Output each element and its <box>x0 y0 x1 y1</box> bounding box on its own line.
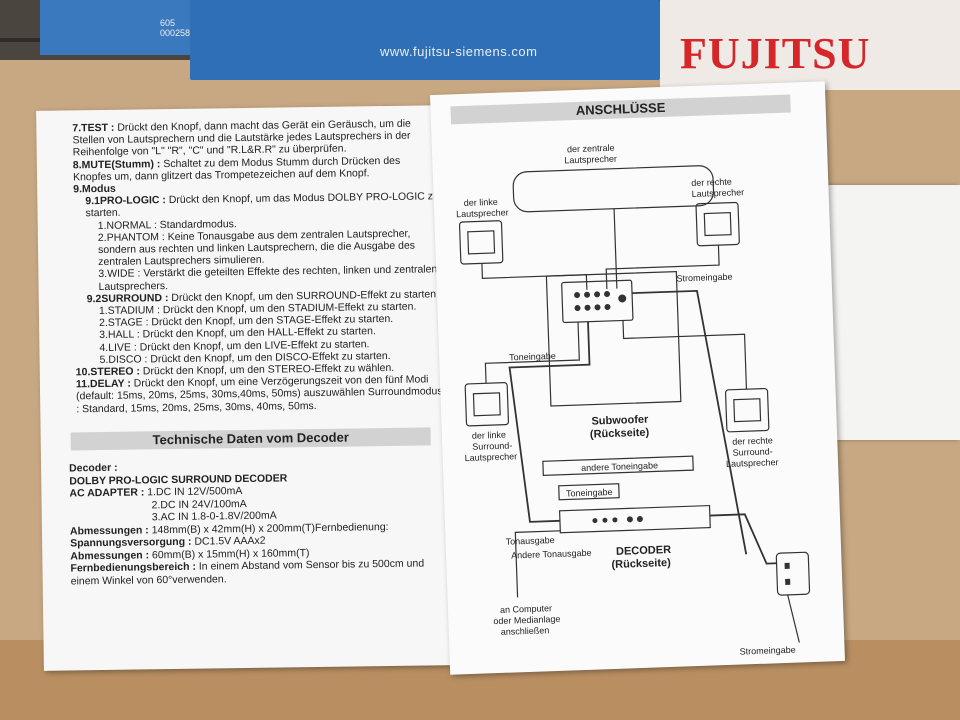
label-right-surround-3: Lautsprecher <box>726 457 779 469</box>
item-label: 9.Modus <box>73 182 116 196</box>
label-computer: an Computer <box>500 603 552 615</box>
connection-diagram: der zentrale Lautsprecher der linke Laut… <box>456 143 811 657</box>
manual-right-page: ANSCHLÜSSE <box>429 81 846 675</box>
label-other-in: andere Toneingabe <box>581 460 658 473</box>
label-left-2: Lautsprecher <box>456 207 509 219</box>
spec-label: Abmessungen : <box>70 548 150 562</box>
tech-specs: Decoder : DOLBY PRO-LOGIC SURROUND DECOD… <box>69 457 446 587</box>
printed-url: www.fujitsu-siemens.com <box>380 44 538 59</box>
label-power-top: Stromeingabe <box>676 272 732 284</box>
label-tone-in-small: Toneingabe <box>566 487 613 499</box>
wire-power-bottom <box>709 513 777 565</box>
item-text: 2.PHANTOM : Keine Tonausgabe aus dem zen… <box>97 227 416 269</box>
subwoofer-panel <box>561 279 634 324</box>
left-speaker <box>458 220 504 265</box>
spec-value: DOLBY PRO-LOGIC SURROUND DECODER <box>69 471 288 487</box>
label-computer-3: anschließen <box>501 625 550 637</box>
wire-right <box>605 245 720 290</box>
label-power-bottom: Stromeingabe <box>739 645 795 657</box>
spec-label: Abmessungen : <box>69 523 149 537</box>
spec-label: AC ADAPTER : <box>69 486 145 500</box>
wire-adapter <box>787 594 800 643</box>
manual-left-page: 7.TEST : Drückt den Knopf, dann macht da… <box>36 105 454 671</box>
spec-label: Spannungsversorgung : <box>70 535 192 550</box>
label-left-surround: der linke <box>472 430 506 441</box>
wire-power-top <box>632 289 748 555</box>
wire-right-surround <box>622 320 748 390</box>
label-decoder: DECODER <box>616 544 671 558</box>
spec-label: Decoder : <box>69 461 118 475</box>
instructions-list: 7.TEST : Drückt den Knopf, dann macht da… <box>64 117 443 415</box>
spec-value: DC1.5V AAAx2 <box>194 534 266 548</box>
item-text: Drückt den Knopf, dann macht das Gerät e… <box>72 117 411 159</box>
blue-box-flap <box>190 0 660 80</box>
label-left-surround-2: Surround- <box>472 440 512 451</box>
label-right-surround: der rechte <box>732 435 773 446</box>
label-other-out: Andere Tonausgabe <box>511 548 592 561</box>
spec-value: 1.DC IN 12V/500mA <box>147 485 243 499</box>
brand-logo: FUJITSU <box>680 29 871 78</box>
wire-center <box>613 208 618 289</box>
label-center: der zentrale <box>567 143 615 155</box>
label-subwoofer-2: (Rückseite) <box>590 427 650 441</box>
center-speaker <box>512 165 715 213</box>
label-computer-2: oder Medianlage <box>493 614 560 626</box>
label-right: der rechte <box>691 177 732 188</box>
label-right-2: Lautsprecher <box>691 187 744 199</box>
label-left: der linke <box>464 197 498 208</box>
item-label: 7.TEST : <box>72 121 115 135</box>
label-tone-in: Toneingabe <box>509 351 556 363</box>
wire-computer <box>514 530 561 598</box>
wire-left-surround <box>484 322 580 384</box>
right-surround-speaker <box>724 387 770 433</box>
left-surround-speaker <box>464 382 510 427</box>
item-label: 9.1PRO-LOGIC : <box>85 194 166 208</box>
section-title: Technische Daten vom Decoder <box>70 427 431 451</box>
label-center-2: Lautsprecher <box>564 154 617 166</box>
item-label: 9.2SURROUND : <box>86 291 169 306</box>
label-decoder-2: (Rückseite) <box>611 557 671 571</box>
item-label: 10.STEREO : <box>75 365 141 379</box>
label-tone-out: Tonausgabe <box>505 535 554 547</box>
label-right-surround-2: Surround- <box>732 446 772 457</box>
spec-label: Fernbedienungsbereich : <box>70 560 197 575</box>
decoder-box <box>558 504 711 534</box>
tone-input-box <box>558 483 620 501</box>
white-box-right <box>660 0 960 90</box>
label-subwoofer: Subwoofer <box>591 414 649 428</box>
wire-tone <box>508 321 591 523</box>
label-left-surround-3: Lautsprecher <box>465 451 518 463</box>
blue-box-left: 605 000258 <box>40 0 200 55</box>
right-speaker <box>695 201 740 247</box>
item-label: 8.MUTE(Stumm) : <box>72 157 161 171</box>
item-label: 11.DELAY : <box>75 377 131 391</box>
item-text: Drückt den Knopf, um eine Verzögerungsze… <box>76 373 443 416</box>
other-input-box <box>542 455 694 476</box>
power-outlet <box>775 551 811 596</box>
barcode-number: 605 000258 <box>160 18 191 38</box>
wire-left <box>481 263 588 290</box>
